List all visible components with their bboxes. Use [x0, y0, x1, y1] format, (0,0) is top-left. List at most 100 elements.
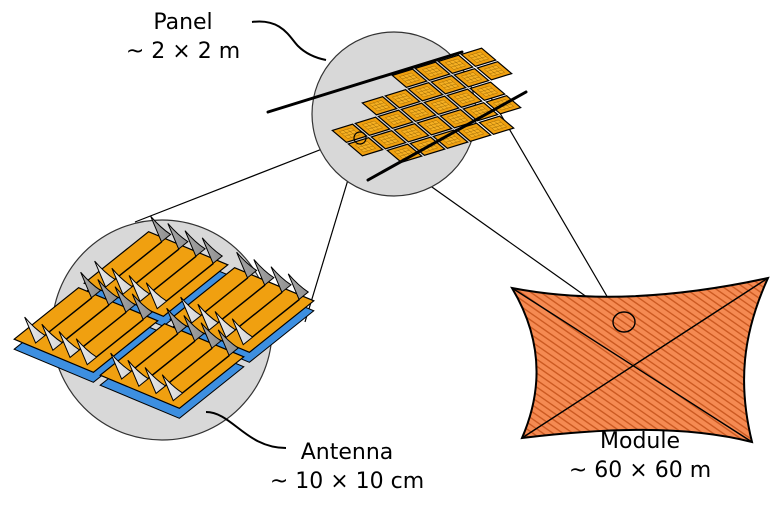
- panel-cell: [377, 109, 414, 129]
- panel-cell-gridline: [474, 108, 483, 117]
- antenna-label: Antenna ~ 10 × 10 cm: [262, 438, 432, 496]
- antenna-leader-line: [205, 411, 287, 449]
- panel-cell-gridline: [423, 87, 432, 95]
- module-hatch-line: [669, 278, 768, 442]
- panel-cell-gridline: [365, 123, 378, 128]
- panel-cell-gridline: [492, 66, 501, 74]
- panel-cell-gridline: [446, 80, 455, 88]
- panel-cell-gridline: [471, 127, 480, 136]
- panel-cell-gridline: [443, 136, 456, 141]
- panel-cell: [430, 75, 467, 95]
- module-diagonal-a: [511, 287, 753, 443]
- panel-cell: [476, 61, 513, 81]
- panel-cell: [407, 82, 444, 102]
- panel-cell-gridline: [473, 56, 486, 61]
- panel-cell-gridline: [476, 52, 485, 61]
- panel-cell-gridline: [393, 114, 402, 123]
- panel-cell-gridline: [397, 97, 410, 102]
- panel-cell-gridline: [407, 73, 416, 82]
- panel-cell: [361, 96, 398, 116]
- module-diagonal-b: [521, 277, 769, 439]
- panel-cell-gridline: [435, 102, 444, 110]
- panel-cell-gridline: [399, 152, 412, 157]
- panel-cell: [400, 102, 437, 122]
- panel-cell-gridline: [451, 115, 460, 124]
- panel-cell-gridline: [388, 116, 401, 121]
- panel-cell-gridline: [363, 142, 372, 150]
- module-label-name: Module: [600, 429, 680, 454]
- panel-cell-gridline: [466, 129, 479, 134]
- antenna-tile-base-orange: [13, 287, 159, 373]
- panel-cell-gridline: [412, 109, 421, 117]
- panel-cell-gridline: [489, 122, 502, 127]
- panel-cell: [423, 95, 460, 115]
- panel-cell-gridline: [411, 109, 424, 114]
- panel-cell-gridline: [481, 88, 490, 96]
- module-label-size: ~ 60 × 60 m: [568, 458, 712, 483]
- antenna-reflector: [24, 271, 102, 344]
- panel-cell-gridline: [390, 118, 403, 123]
- panel-cell-gridline: [409, 128, 418, 136]
- antenna-reflector: [127, 315, 205, 388]
- panel-cell-gridline: [374, 104, 387, 109]
- panel-cell-gridline: [370, 121, 379, 130]
- panel-cell-gridline: [404, 77, 417, 82]
- panel-label-name: Panel: [153, 10, 213, 35]
- module-label: Module ~ 60 × 60 m: [560, 427, 720, 485]
- antenna-reflector: [75, 293, 154, 366]
- panel-cell-gridline: [449, 61, 458, 69]
- panel-cell: [478, 115, 515, 135]
- panel-label: Panel ~ 2 × 2 m: [118, 8, 248, 66]
- panel-cell-gridline: [426, 68, 435, 76]
- panel-cell-gridline: [386, 135, 395, 143]
- antenna-reflector: [144, 322, 222, 395]
- panel-cell: [453, 68, 490, 88]
- panel-cell-gridline: [436, 104, 449, 109]
- antenna-reflector: [197, 259, 275, 332]
- panel-cell: [460, 47, 497, 67]
- panel-cell-gridline: [442, 81, 451, 90]
- panel-cell-gridline: [430, 66, 439, 75]
- panel-cell-gridline: [397, 150, 410, 155]
- antenna-reflector: [111, 223, 189, 296]
- panel-cell-gridline: [487, 67, 500, 72]
- panel-cell-gridline: [450, 63, 463, 68]
- panel-boom-upper: [266, 50, 464, 114]
- panel-cell-gridline: [443, 83, 456, 88]
- panel-cell-gridline: [402, 148, 411, 157]
- panel-cell-gridline: [342, 130, 355, 135]
- panel-cell-gridline: [466, 76, 479, 81]
- antenna-reflector: [128, 230, 206, 303]
- panel-cell-gridline: [420, 90, 433, 95]
- panel-cell-gridline: [469, 73, 478, 81]
- antenna-reflector: [41, 279, 119, 352]
- panel-cell-gridline: [406, 131, 419, 136]
- panel-magnifier: [266, 31, 528, 197]
- antenna-reflector: [110, 307, 188, 380]
- antenna-reflector: [180, 251, 258, 324]
- panel-cell-gridline: [452, 117, 465, 122]
- antenna-magnifier: [13, 215, 315, 441]
- panel-cell-gridline: [455, 114, 464, 122]
- panel-cell-gridline: [344, 132, 357, 137]
- antenna-reflector: [94, 215, 172, 288]
- panel-cell-gridline: [432, 121, 441, 129]
- antenna-label-size: ~ 10 × 10 cm: [269, 469, 425, 494]
- panel-cell-gridline: [475, 110, 488, 115]
- panel-cell-gridline: [458, 95, 467, 103]
- panel-cell-gridline: [428, 122, 437, 131]
- panel-cell-gridline: [343, 130, 352, 138]
- panel-cell-gridline: [489, 69, 502, 74]
- panel-cell-gridline: [418, 88, 431, 93]
- panel-cell-gridline: [473, 108, 486, 113]
- panel-cell-gridline: [465, 74, 474, 83]
- panel-cell-gridline: [448, 61, 461, 66]
- panel-cell-gridline: [398, 150, 407, 158]
- antenna-reflector: [214, 266, 292, 339]
- panel-cell-gridline: [467, 129, 476, 137]
- module-hatch-line: [689, 278, 768, 442]
- panel-cell-gridline: [448, 134, 457, 143]
- panel-cell-gridline: [491, 124, 504, 129]
- panel-cell-gridline: [480, 88, 493, 93]
